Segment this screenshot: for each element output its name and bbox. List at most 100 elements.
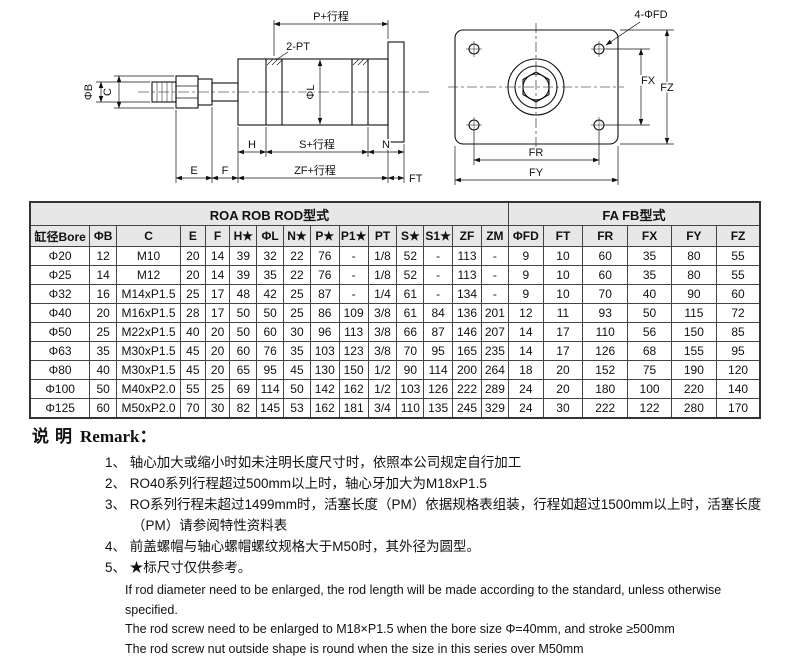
value-cell: 3/8 [367, 341, 398, 361]
value-cell: 9 [507, 246, 544, 266]
value-cell: 95 [256, 360, 285, 380]
value-cell: 55 [716, 265, 761, 285]
side-view-dimensions [96, 20, 405, 183]
value-cell: 50 [627, 303, 672, 323]
value-cell: 130 [309, 360, 340, 380]
dim-label-fr: FR [529, 147, 544, 159]
value-cell: 87 [309, 284, 340, 304]
value-cell: 17 [204, 303, 231, 323]
table-column-header: FX [627, 225, 672, 247]
value-cell: 16 [89, 284, 118, 304]
remark-item-2: 2、 RO40系列行程超过500mm以上时，轴心牙加大为M18xP1.5 [105, 476, 487, 491]
table-column-header: ΦFD [507, 225, 544, 247]
value-cell: 90 [670, 284, 718, 304]
value-cell: 17 [542, 341, 584, 361]
value-cell: 85 [716, 322, 761, 342]
value-cell: 24 [507, 379, 544, 399]
value-cell: 60 [229, 341, 258, 361]
value-cell: 1/4 [367, 284, 398, 304]
value-cell: 146 [452, 322, 482, 342]
remark-item-4: 4、 前盖螺帽与轴心螺帽螺纹规格大于M50时，其外径为圆型。 [105, 539, 481, 554]
value-cell: 126 [423, 379, 454, 399]
value-cell: 60 [256, 322, 285, 342]
table-column-header: ΦL [256, 225, 285, 247]
value-cell: 142 [309, 379, 340, 399]
value-cell: 55 [716, 246, 761, 266]
dim-label-4-fd: 4-ΦFD [634, 9, 667, 21]
value-cell: M12 [116, 265, 181, 285]
value-cell: 14 [204, 246, 231, 266]
value-cell: 12 [89, 246, 118, 266]
value-cell: 14 [507, 322, 544, 342]
bore-cell: Φ25 [29, 265, 91, 285]
value-cell: 70 [179, 398, 206, 419]
value-cell: 56 [627, 322, 672, 342]
value-cell: 3/8 [367, 322, 398, 342]
remark-en-list: If rod diameter need to be enlarged, the… [30, 581, 772, 658]
value-cell: 289 [480, 379, 509, 399]
value-cell: 93 [582, 303, 629, 323]
value-cell: 22 [283, 265, 311, 285]
value-cell: 162 [309, 398, 340, 419]
remark-item-1: 1、 轴心加大或缩小时如未注明长度尺寸时，依照本公司规定自行加工 [105, 455, 522, 470]
value-cell: 136 [452, 303, 482, 323]
table-column-header: H★ [229, 225, 258, 247]
value-cell: 152 [582, 360, 629, 380]
value-cell: 60 [89, 398, 118, 419]
value-cell: 95 [716, 341, 761, 361]
value-cell: - [480, 265, 509, 285]
remark-en-line-1: If rod diameter need to be enlarged, the… [125, 583, 722, 617]
table-group-header: ROA ROB ROD型式 [29, 201, 509, 226]
value-cell: 140 [716, 379, 761, 399]
value-cell: - [338, 246, 369, 266]
dim-label-e: E [190, 165, 197, 177]
dim-label-fx: FX [641, 75, 656, 87]
table-column-header: E [179, 225, 206, 247]
value-cell: 80 [670, 246, 718, 266]
dim-label-n: N [382, 139, 390, 151]
table-group-header: FA FB型式 [507, 201, 761, 226]
value-cell: 103 [396, 379, 425, 399]
value-cell: M16xP1.5 [116, 303, 181, 323]
value-cell: 9 [507, 284, 544, 304]
bore-cell: Φ100 [29, 379, 91, 399]
value-cell: 75 [627, 360, 672, 380]
value-cell: 66 [396, 322, 425, 342]
value-cell: 145 [256, 398, 285, 419]
dim-label-phi-b: ΦB [83, 84, 95, 100]
value-cell: 68 [627, 341, 672, 361]
table-column-header: P1★ [338, 225, 369, 247]
value-cell: M10 [116, 246, 181, 266]
value-cell: 76 [309, 246, 340, 266]
table-column-header: C [116, 225, 181, 247]
value-cell: 280 [670, 398, 718, 419]
dim-label-p-stroke: P+行程 [313, 10, 349, 23]
value-cell: 162 [338, 379, 369, 399]
remark-title-cn: 说明 [32, 427, 78, 446]
value-cell: 235 [480, 341, 509, 361]
value-cell: 17 [542, 322, 584, 342]
value-cell: 11 [542, 303, 584, 323]
end-view-dimensions [454, 21, 674, 185]
value-cell: 181 [338, 398, 369, 419]
value-cell: 24 [507, 398, 544, 419]
value-cell: 1/2 [367, 379, 398, 399]
value-cell: 55 [179, 379, 206, 399]
value-cell: 12 [507, 303, 544, 323]
dim-label-zf-stroke: ZF+行程 [294, 164, 336, 177]
value-cell: 207 [480, 322, 509, 342]
value-cell: - [338, 284, 369, 304]
value-cell: 53 [283, 398, 311, 419]
remark-item-5: 5、 ★标尺寸仅供参考。 [105, 560, 252, 575]
value-cell: 52 [396, 246, 425, 266]
value-cell: 20 [204, 341, 231, 361]
value-cell: 45 [179, 341, 206, 361]
